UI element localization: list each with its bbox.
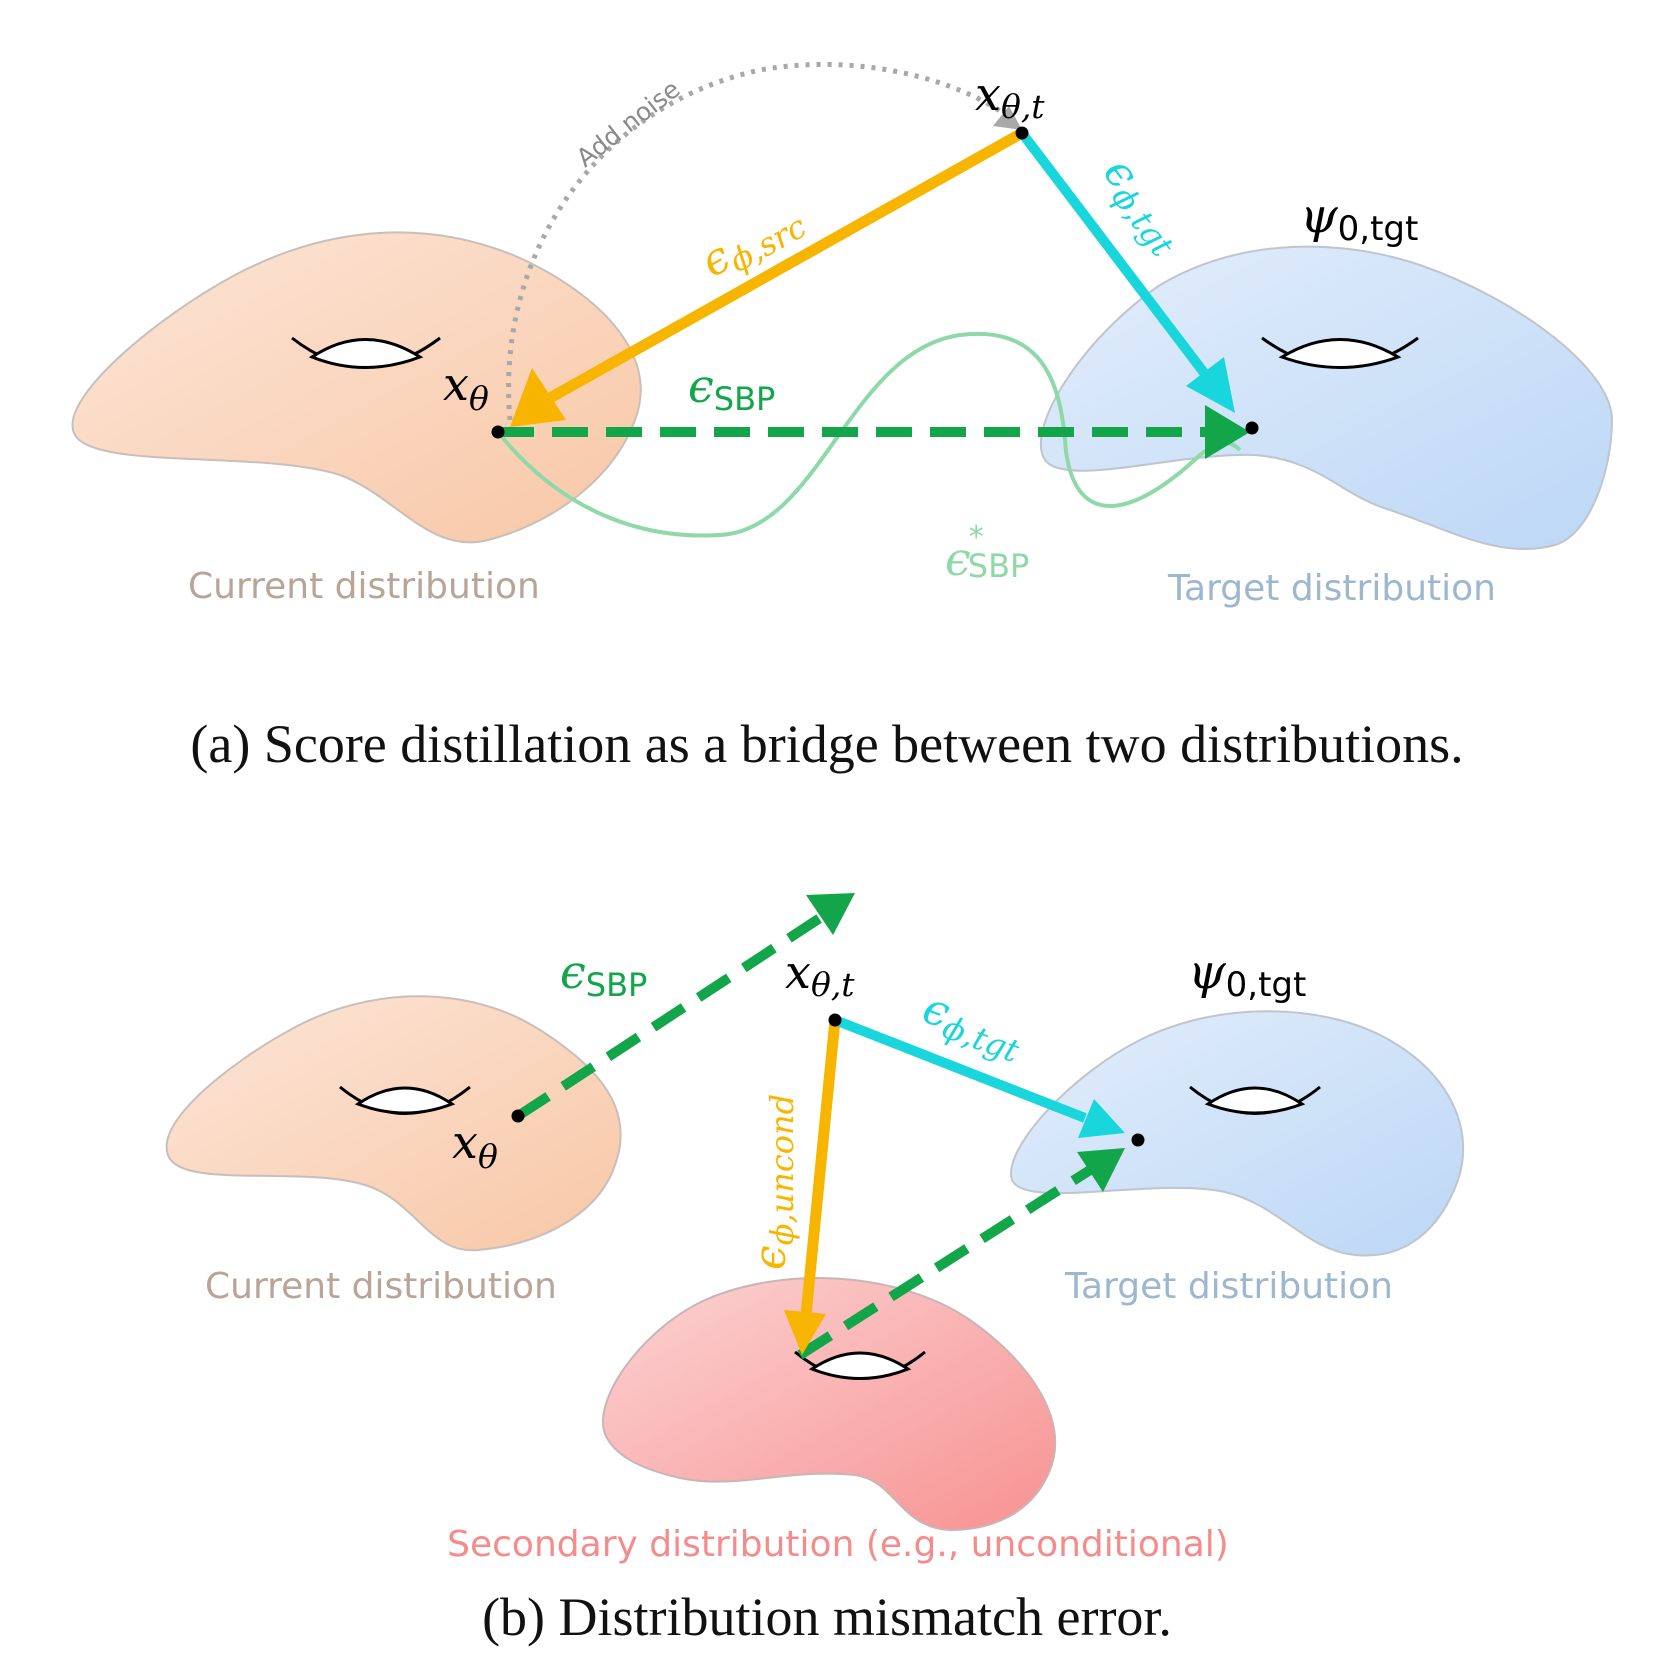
eps-tgt-arrowhead-b	[1078, 1099, 1125, 1138]
hole-icon	[1189, 1085, 1321, 1115]
current-distribution-label-b: Current distribution	[205, 1266, 557, 1307]
current-distribution-blob-b	[165, 995, 622, 1252]
point-x-theta-t-b	[828, 1013, 842, 1027]
eps-src-arrowhead	[510, 368, 566, 427]
label-psi-tgt: ψ0,tgt	[1300, 188, 1418, 249]
hole-icon	[794, 1350, 926, 1380]
hole-icon	[1261, 336, 1419, 369]
add-noise-arrow	[506, 61, 1012, 421]
eps-sbp-arrow-b	[515, 913, 823, 1121]
label-x-theta: xθ	[443, 357, 489, 418]
target-distribution-label-b: Target distribution	[1064, 1266, 1393, 1307]
point-psi-target	[1245, 421, 1259, 435]
eps-tgt-arrow	[1018, 129, 1212, 382]
caption-a: (a) Score distillation as a bridge betwe…	[190, 714, 1463, 774]
secondary-distribution-blob	[602, 1277, 1057, 1532]
mismatch-arrow	[797, 1165, 1093, 1360]
eps-sbp-arrowhead	[1205, 405, 1250, 459]
label-x-theta-t: xθ,t	[975, 67, 1045, 126]
label-eps-sbp-b: ϵSBP	[560, 945, 647, 1004]
label-eps-src: ϵϕ,src	[693, 191, 813, 292]
label-psi-tgt-b: ψ0,tgt	[1188, 944, 1306, 1005]
point-psi-target-b	[1131, 1133, 1145, 1147]
panel-a: Add noise xθ,t xθ ψ0,tgt ϵϕ,src ϵϕ,tgt	[71, 61, 1614, 774]
eps-src-arrow	[547, 128, 1025, 403]
hole-icon	[339, 1085, 471, 1115]
eps-sbp-star-curve	[496, 331, 1242, 538]
point-x-theta	[491, 425, 505, 439]
target-distribution-blob-b	[1010, 1010, 1465, 1257]
add-noise-arrowhead	[993, 106, 1022, 130]
caption-b: (b) Distribution mismatch error.	[482, 1587, 1172, 1647]
eps-uncond-arrowhead	[784, 1310, 826, 1355]
current-distribution-label-a: Current distribution	[188, 566, 540, 607]
label-x-theta-b: xθ	[452, 1115, 498, 1176]
point-x-theta-b	[511, 1109, 525, 1123]
label-x-theta-t-b: xθ,t	[785, 945, 855, 1004]
current-distribution-blob-a	[71, 231, 642, 544]
target-distribution-blob-a	[1039, 245, 1614, 550]
eps-uncond-arrow	[800, 1019, 841, 1316]
eps-tgt-arrowhead	[1186, 357, 1235, 413]
target-distribution-label-a: Target distribution	[1167, 568, 1496, 609]
hole-icon	[291, 336, 441, 369]
eps-sbp-arrowhead-b	[806, 893, 855, 935]
panel-b: xθ,t xθ ψ0,tgt ϵSBP ϵϕ,tgt ϵϕ,uncond Cur…	[165, 893, 1465, 1647]
label-eps-sbp: ϵSBP	[688, 359, 775, 418]
eps-tgt-arrow-b	[833, 1015, 1087, 1123]
point-x-theta-t	[1015, 126, 1029, 140]
label-eps-sbp-star: ϵ*SBP	[945, 520, 1029, 586]
mismatch-arrowhead	[1077, 1148, 1125, 1192]
label-eps-uncond: ϵϕ,uncond	[745, 1094, 801, 1270]
secondary-distribution-label: Secondary distribution (e.g., unconditio…	[447, 1524, 1229, 1565]
add-noise-label: Add noise	[571, 74, 686, 172]
